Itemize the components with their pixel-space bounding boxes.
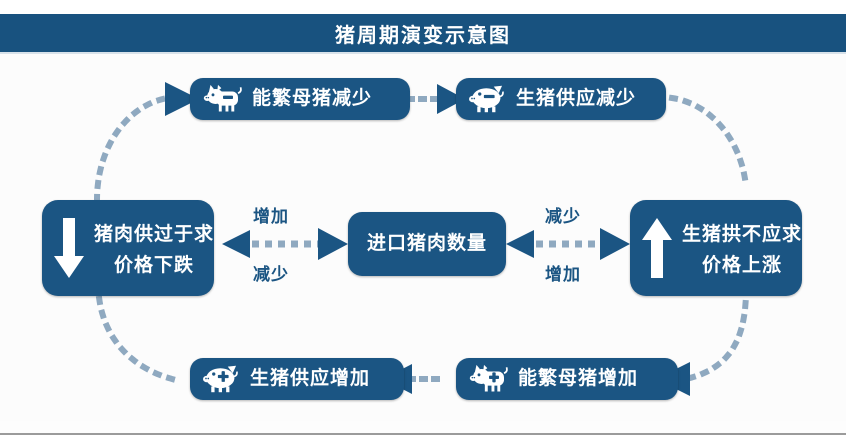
node-import-pork-volume[interactable]: 进口猪肉数量 — [348, 212, 506, 276]
node-oversupply-price-down[interactable]: 猪肉供过于求 价格下跌 — [42, 200, 214, 296]
arrowhead-oversupply-to-center — [318, 228, 348, 260]
node-shortage-price-up[interactable]: 生猪拱不应求 价格上涨 — [630, 200, 802, 296]
edge-label-left-top: 增加 — [253, 207, 289, 226]
edge-hog-supply-increase-to-oversupply — [95, 293, 176, 383]
node-label-group: 生猪拱不应求 价格上涨 — [682, 219, 802, 277]
arrowhead-to-sow-decrease — [165, 82, 199, 116]
page-title: 猪周期演变示意图 — [335, 24, 511, 47]
node-label: 能繁母猪减少 — [252, 88, 373, 110]
node-label-line1: 生猪拱不应求 — [682, 224, 803, 245]
arrow-up-icon — [640, 214, 674, 282]
arrowhead-to-hog-supply-decrease — [437, 84, 465, 114]
edge-label-left-bottom: 减少 — [253, 265, 289, 284]
node-label: 生猪供应减少 — [516, 88, 637, 110]
title-bar: 猪周期演变示意图 — [0, 14, 846, 54]
edge-label-right-top: 减少 — [545, 207, 581, 226]
arrowhead-center-to-oversupply — [222, 230, 250, 258]
node-hog-supply-increase[interactable]: 生猪供应增加 — [190, 358, 404, 400]
node-sow-increase[interactable]: 能繁母猪增加 — [456, 358, 678, 400]
arrow-down-icon — [52, 214, 86, 282]
node-label: 生猪供应增加 — [250, 368, 371, 390]
node-sow-decrease[interactable]: 能繁母猪减少 — [190, 78, 410, 120]
node-hog-supply-decrease[interactable]: 生猪供应减少 — [456, 78, 666, 120]
edge-hog-supply-decrease-to-shortage — [668, 94, 750, 191]
piggybank-minus-icon — [469, 84, 507, 114]
edge-oversupply-to-sow-decrease — [93, 94, 172, 204]
edge-label-right-bottom: 增加 — [545, 265, 581, 284]
edge-shortage-to-sow-increase — [686, 285, 750, 382]
node-label-line2: 价格下跌 — [114, 255, 195, 276]
piggybank-plus-icon — [203, 364, 241, 394]
node-label-line1: 猪肉供过于求 — [94, 224, 215, 245]
node-label-line2: 价格上涨 — [702, 255, 783, 276]
diagram-canvas: 增加 减少 减少 增加 — [0, 54, 846, 421]
node-label: 进口猪肉数量 — [366, 233, 487, 255]
arrowhead-shortage-to-center — [506, 230, 534, 258]
pig-minus-icon — [203, 84, 243, 114]
pig-plus-icon — [469, 364, 509, 394]
node-label-group: 猪肉供过于求 价格下跌 — [94, 219, 214, 277]
node-label: 能繁母猪增加 — [518, 368, 639, 390]
arrowhead-center-to-shortage — [600, 228, 630, 260]
top-strip — [0, 0, 846, 14]
